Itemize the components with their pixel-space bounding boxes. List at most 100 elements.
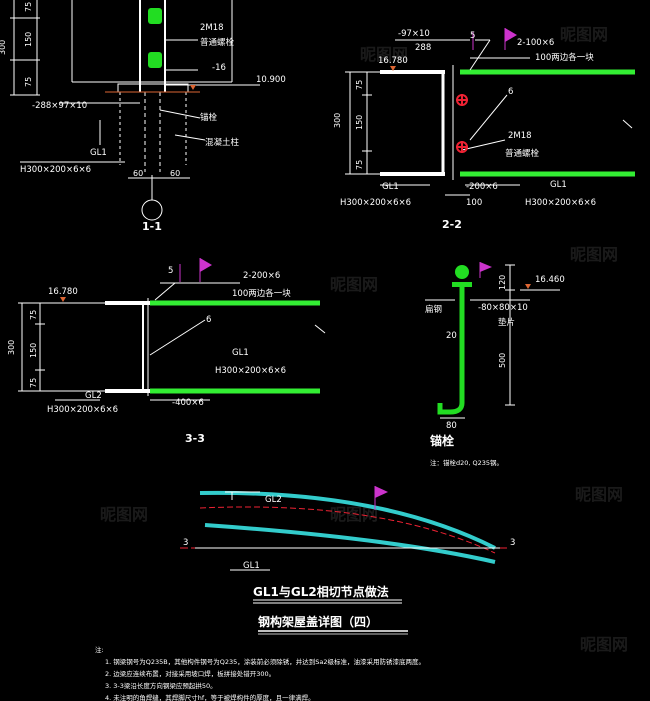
note-item: 4. 未注明的角焊缝，其焊脚尺寸hf，等于被焊构件的厚度，且一律满焊。 xyxy=(105,693,315,701)
washer-label: 垫片 xyxy=(498,317,515,328)
leader-line xyxy=(174,134,206,141)
section-3-3-text: 5 2-200×6 16.780 100两边各一块 75 6 300 150 G… xyxy=(7,266,291,445)
plan-title: GL1与GL2相切节点做法 xyxy=(253,584,389,599)
beam-gl2-curve xyxy=(199,490,496,550)
dim-label: 75 xyxy=(29,378,38,388)
nut-icon xyxy=(455,265,469,279)
leader-line xyxy=(154,282,176,301)
watermark-text: 昵图网 xyxy=(330,275,378,294)
anchor-note: 注：锚栓d20, Q235钢。 xyxy=(430,458,503,467)
elevation-label: 10.900 xyxy=(256,75,286,85)
cut-label-right: 3 xyxy=(510,538,515,548)
dim-label: 150 xyxy=(355,115,364,130)
plan-text: GL2 GL1 3 3 GL1与GL2相切节点做法 xyxy=(183,495,515,604)
dim-label: 75 xyxy=(355,80,364,90)
watermark-text: 昵图网 xyxy=(570,245,618,264)
section-2-2 xyxy=(345,28,635,196)
beam-code: GL1 xyxy=(90,148,107,158)
plate-label: -400×6 xyxy=(172,398,204,408)
weld-flag-icon xyxy=(375,486,388,498)
dim-label: 150 xyxy=(29,343,38,358)
spec-right: H300×200×6×6 xyxy=(525,198,596,208)
dim-label: 75 xyxy=(355,160,364,170)
dim-label: 75 xyxy=(29,310,38,320)
beam-gl1-curve xyxy=(204,523,496,564)
leader-line xyxy=(469,39,491,71)
section-1-1-text: 300 75 150 75 2M18 普通螺栓 -16 10.900 -288×… xyxy=(0,2,286,233)
watermark-text: 昵图网 xyxy=(560,25,608,44)
spec-left: H300×200×6×6 xyxy=(47,405,118,415)
rib-spec: 2-200×6 xyxy=(243,271,280,281)
nut-label: 扁钢 xyxy=(425,304,442,315)
watermark-text: 昵图网 xyxy=(360,45,408,64)
bolt-name: 普通螺栓 xyxy=(200,37,235,48)
dim-label: 300 xyxy=(7,340,16,355)
anchor-bolt-text: 120 16.460 扁钢 -80×80×10 垫片 20 500 80 锚栓 … xyxy=(425,275,565,467)
beam-left-code: GL1 xyxy=(382,182,399,192)
dim-label: 60 xyxy=(170,169,180,178)
leader-line xyxy=(159,109,201,119)
beam-spec: H300×200×6×6 xyxy=(20,165,91,175)
dim-label: 75 xyxy=(24,77,33,87)
dim-label: 20 xyxy=(446,331,457,341)
plate-bottom-label: -200×6 xyxy=(466,182,498,192)
dim-label: 300 xyxy=(333,113,342,128)
watermark-text: 昵图网 xyxy=(100,505,148,524)
beam-left-code: GL2 xyxy=(85,391,102,401)
sheet-title: 钢构架屋盖详图（四） xyxy=(258,614,378,629)
dim-label: 6 xyxy=(508,87,513,97)
notes-heading: 注: xyxy=(95,645,104,654)
note-item: 1. 钢梁钢号为Q235B，其他构件钢号为Q235，涂装前必须除锈，并达到Sa2… xyxy=(105,657,425,666)
anchor-label: 锚栓 xyxy=(200,112,218,123)
section-title: 1-1 xyxy=(142,220,162,233)
beam-bottom-code: GL1 xyxy=(243,561,260,571)
break-line xyxy=(622,119,633,129)
beam-right-code: GL1 xyxy=(550,180,567,190)
plate-thickness: -16 xyxy=(212,63,226,73)
bolt-name: 普通螺栓 xyxy=(505,148,540,159)
cut-label-left: 3 xyxy=(183,538,188,548)
center-line xyxy=(199,506,496,554)
elevation-label: 16.780 xyxy=(48,287,78,297)
dim-label: 500 xyxy=(498,353,507,368)
section-2-2-text: -97×10 288 5 2-100×6 100两边各一块 16.780 300… xyxy=(333,29,596,231)
break-line xyxy=(314,324,326,334)
note-item: 2. 边梁应连续布置，对接采用坡口焊，板拼接处错开300。 xyxy=(105,669,275,678)
weld-flag-icon xyxy=(505,28,517,42)
dim-label: 5 xyxy=(168,266,173,276)
spec-left: H300×200×6×6 xyxy=(340,198,411,208)
section-1-1 xyxy=(10,0,260,221)
watermark-text: 昵图网 xyxy=(575,485,623,504)
dim-label: 80 xyxy=(446,421,457,431)
note-item: 3. 3-3梁沿长度方向钢梁应预起拱50。 xyxy=(105,681,217,690)
leader-line xyxy=(461,139,506,151)
section-title: 2-2 xyxy=(442,218,462,231)
rib-note: 100两边各一块 xyxy=(535,52,594,63)
sheet-title-block: 钢构架屋盖详图（四） xyxy=(258,614,408,635)
bolt-icon xyxy=(148,52,162,68)
bolt-label: 2M18 xyxy=(200,23,224,33)
leader-line xyxy=(469,94,508,141)
dim-label: 75 xyxy=(24,2,33,12)
elevation-marker-icon xyxy=(525,284,531,289)
anchor-bolt-detail xyxy=(425,262,560,419)
spec-right: H300×200×6×6 xyxy=(215,366,286,376)
rib-spec: 2-100×6 xyxy=(517,38,554,48)
elevation-label: 16.780 xyxy=(378,56,408,66)
plate-top-label: -97×10 xyxy=(398,29,430,39)
bolt-icon xyxy=(148,8,162,24)
watermark-text: 昵图网 xyxy=(330,505,378,524)
section-1-1-bolts xyxy=(148,8,196,90)
watermark-text: 昵图网 xyxy=(580,635,628,654)
elevation-marker-icon xyxy=(60,297,66,302)
dim-label: 150 xyxy=(24,32,33,47)
watermark-layer: 昵图网 昵图网 昵图网 昵图网 昵图网 昵图网 昵图网 昵图网 xyxy=(100,25,628,654)
dim-label: 5 xyxy=(470,31,475,41)
washer-icon xyxy=(452,282,472,287)
plate-label: -80×80×10 xyxy=(478,303,528,313)
elevation-marker-icon xyxy=(390,66,396,71)
column-label: 混凝土柱 xyxy=(205,137,240,148)
rib-note: 100两边各一块 xyxy=(232,288,291,299)
dim-label: 300 xyxy=(0,40,7,55)
